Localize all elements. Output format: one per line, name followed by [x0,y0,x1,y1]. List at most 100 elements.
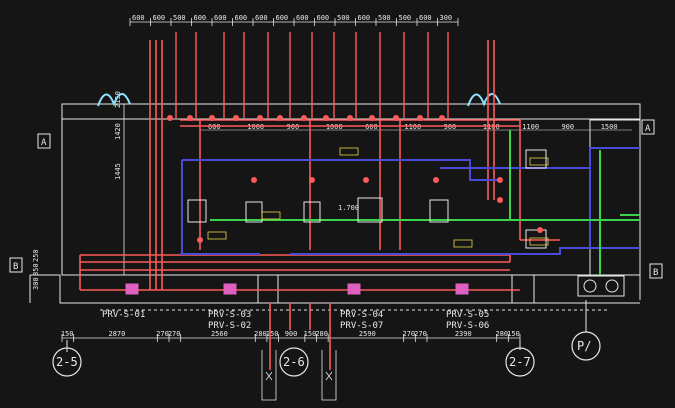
valve-node [167,115,173,121]
label-prv-s-07: PRV-S-07 [340,321,383,331]
dimension-value: 600 [208,123,221,131]
valve-node [347,115,353,121]
dimension-value: 850 [32,263,40,276]
valve-node [497,177,503,183]
valve-node [417,115,423,121]
dimension-value: 1000 [326,123,343,131]
dimension-value: 1500 [601,123,618,131]
label-prv-s-05: PRV-S-05 [446,310,489,320]
section-marker-text: B [13,262,18,272]
valve-node [369,115,375,121]
annotation-tag [261,211,281,220]
grid-bubble-p: P/ [571,300,601,361]
dimension-value: 500 [337,14,350,22]
dimension-value: 600 [214,14,227,22]
red-risers [175,32,449,118]
grid-bubble-2-7: 2-7 [505,340,535,377]
grid-bubble-text: 2-7 [509,355,531,369]
label-prv-s-06: PRV-S-06 [446,321,489,331]
dimension-value: 600 [276,14,289,22]
section-marker-text: A [41,138,47,148]
dimension-value: 250 [32,249,40,262]
section-marker-left-b: B [9,257,23,273]
annotation-tags [207,147,549,248]
dimension-value: 150 [266,330,279,338]
dimension-value: 300 [32,277,40,290]
drop-pipe-details [261,350,337,401]
dimension-value: 900 [285,330,298,338]
dimension-value: 270 [414,330,427,338]
green-pipes [210,130,640,275]
annotation-tag [453,239,473,248]
dimension-value: 2560 [211,330,228,338]
valve-node [393,115,399,121]
dimension-value: 270 [168,330,181,338]
valve-node [257,115,263,121]
pressure-reducing-valve [455,283,469,295]
valve-node [439,115,445,121]
level-mark: 1.700 [338,204,359,212]
dimension-value: 270 [403,330,416,338]
dimension-value: 2390 [455,330,472,338]
dimension-value: 1100 [522,123,539,131]
annotation-tag [529,157,549,166]
section-marker-left-a: A [37,133,51,149]
valve-node [363,177,369,183]
dimension-value: 1420 [114,123,122,140]
dimension-value: 500 [173,14,186,22]
dimension-value: 150 [61,330,74,338]
pressure-reducing-valve [223,283,237,295]
valve-nodes [167,115,543,243]
grid-bubble-text: 2-5 [56,355,78,369]
dimension-value: 500 [378,14,391,22]
section-marker-text: B [653,268,658,278]
dimension-value: 2150 [114,91,122,108]
annotation-tag [529,237,549,246]
dimension-value: 1100 [404,123,421,131]
valve-node [309,177,315,183]
dimension-value: 600 [358,14,371,22]
dimension-value: 280 [315,330,328,338]
pink-valves [125,283,469,295]
dimension-value: 600 [419,14,432,22]
dimension-value: 280 [254,330,267,338]
valve-node [433,177,439,183]
dimension-value: 500 [399,14,412,22]
dimension-value: 1100 [483,123,500,131]
dimension-value: 2870 [108,330,125,338]
grid-bubble-2-6: 2-6 [279,347,309,377]
pressure-reducing-valve [125,283,139,295]
dimension-value: 600 [255,14,268,22]
dimension-value: 600 [296,14,309,22]
dimension-value: 600 [194,14,207,22]
grid-bubble-text: P/ [577,339,591,353]
dimension-value: 600 [132,14,145,22]
valve-node [323,115,329,121]
section-marker-right-b: B [649,263,663,279]
section-marker-text: A [645,124,651,134]
dimension-value: 280 [496,330,509,338]
dimension-value: 600 [365,123,378,131]
dimension-value: 600 [235,14,248,22]
annotation-tag [339,147,359,156]
dimension-value: 270 [156,330,169,338]
valve-node [497,197,503,203]
dimension-value: 150 [507,330,520,338]
equipment-boxes [187,149,625,297]
annotation-tag [207,231,227,240]
label-prv-s-03: PRV-S-03 [208,310,251,320]
room-outline [29,103,641,311]
dimension-value: 300 [440,14,453,22]
grid-bubble-2-5: 2-5 [52,340,82,377]
valve-node [251,177,257,183]
valve-node [301,115,307,121]
valve-node [233,115,239,121]
dimension-value: 150 [304,330,317,338]
label-prv-s-04: PRV-S-04 [340,310,383,320]
dimension-value: 900 [287,123,300,131]
